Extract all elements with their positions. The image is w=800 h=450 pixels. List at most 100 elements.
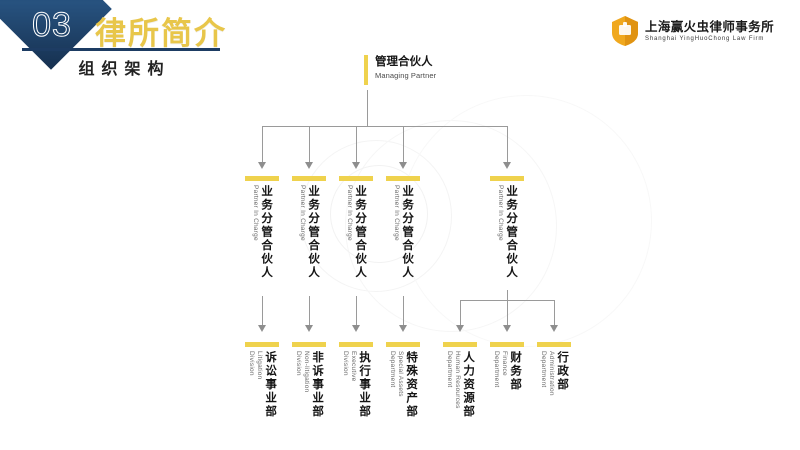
arrow-head-d1 [258,325,266,332]
node-label-en: Partner In Charge [393,185,401,241]
slide-header: 03 律所简介 组织架构 上海赢火虫律师事务所 Shanghai YingHuo… [0,0,800,92]
node-managing-partner: 管理合伙人 Managing Partner [364,54,436,85]
arrow-head-p3 [352,162,360,169]
node-label-en: Litigation Division [247,351,264,380]
arrow-head-d4 [399,325,407,332]
node-executive-division: 执行事业部 Executive Division [339,342,373,419]
node-human-resources-department: 人力资源部 Human Resources Department [443,342,477,419]
node-label-en: Special Assets Department [388,351,405,397]
connector-drop-d4 [403,296,404,325]
node-label-cn: 管理合伙人 [375,54,433,68]
node-accent-bar [490,176,524,181]
node-label-group: 业务分管合伙人 Partner In Charge [496,185,520,280]
node-accent-bar [386,342,420,347]
arrow-head-p1 [258,162,266,169]
node-label-cn: 行政部 [556,351,571,392]
node-accent-bar [490,342,524,347]
node-finance-department: 财务部 Finance Department [490,342,524,392]
node-label-en: Executive Division [341,351,358,382]
node-label-cn: 诉讼事业部 [264,351,279,419]
node-label-en: Finance Department [492,351,509,388]
connector-drop-d6 [507,300,508,325]
connector-drop-p2 [309,126,310,162]
node-administration-department: 行政部 Administration Department [537,342,571,396]
arrow-head-d2 [305,325,313,332]
arrow-head-d7 [550,325,558,332]
node-special-assets-department: 特殊资产部 Special Assets Department [386,342,420,419]
firm-name-en: Shanghai YingHuoChong Law Firm [644,35,765,42]
connector-p5-stem [507,290,508,300]
node-partner-in-charge-3: 业务分管合伙人 Partner In Charge [339,176,373,280]
node-label-cn: 特殊资产部 [405,351,420,419]
title-divider [22,48,220,51]
node-label-group: 非诉事业部 Non-litigation Division [294,351,325,419]
node-label-cn: 人力资源部 [462,351,477,419]
arrow-head-p5 [503,162,511,169]
firm-name-cn: 上海赢火虫律师事务所 [644,18,774,34]
node-label-group: 业务分管合伙人 Partner In Charge [392,185,416,280]
section-number: 03 [32,6,72,44]
node-label-cn: 业务分管合伙人 [307,185,322,280]
arrow-head-d5 [456,325,464,332]
node-accent-bar [443,342,477,347]
connector-drop-p3 [356,126,357,162]
node-partner-in-charge-2: 业务分管合伙人 Partner In Charge [292,176,326,280]
node-accent-bar [339,342,373,347]
connector-drop-d2 [309,296,310,325]
node-partner-in-charge-5: 业务分管合伙人 Partner In Charge [490,176,524,280]
shield-icon [611,16,638,46]
node-label-group: 行政部 Administration Department [539,351,571,396]
watermark-circle [400,95,652,347]
node-accent-bar [245,342,279,347]
node-accent-bar [364,55,368,85]
node-label-cn: 业务分管合伙人 [401,185,416,280]
node-label-cn: 执行事业部 [358,351,373,419]
node-label-cn: 业务分管合伙人 [260,185,275,280]
node-accent-bar [339,176,373,181]
node-label-en: Partner In Charge [497,185,505,241]
node-label-group: 业务分管合伙人 Partner In Charge [251,185,275,280]
node-label-group: 财务部 Finance Department [492,351,524,392]
node-label-group: 管理合伙人 Managing Partner [375,54,436,80]
arrow-head-p2 [305,162,313,169]
node-label-en: Administration Department [539,351,556,396]
connector-root-stem [367,90,368,126]
node-label-group: 特殊资产部 Special Assets Department [388,351,420,419]
node-litigation-division: 诉讼事业部 Litigation Division [245,342,279,419]
node-label-en: Partner In Charge [299,185,307,241]
node-label-group: 业务分管合伙人 Partner In Charge [298,185,322,280]
node-label-group: 人力资源部 Human Resources Department [445,351,477,419]
node-label-group: 执行事业部 Executive Division [341,351,373,419]
node-label-en: Human Resources Department [445,351,462,409]
node-label-group: 诉讼事业部 Litigation Division [247,351,279,419]
node-partner-in-charge-1: 业务分管合伙人 Partner In Charge [245,176,279,280]
node-partner-in-charge-4: 业务分管合伙人 Partner In Charge [386,176,420,280]
node-accent-bar [292,342,326,347]
connector-drop-d7 [554,300,555,325]
firm-logo: 上海赢火虫律师事务所 Shanghai YingHuoChong Law Fir… [611,16,774,46]
connector-drop-d3 [356,296,357,325]
arrow-head-d6 [503,325,511,332]
firm-logo-text: 上海赢火虫律师事务所 Shanghai YingHuoChong Law Fir… [645,20,774,42]
node-label-cn: 业务分管合伙人 [505,185,520,280]
page-title: 律所简介 [95,16,227,52]
node-label-cn: 业务分管合伙人 [354,185,369,280]
node-accent-bar [292,176,326,181]
node-accent-bar [245,176,279,181]
page-subtitle: 组织架构 [78,59,171,78]
node-accent-bar [386,176,420,181]
connector-drop-p1 [262,126,263,162]
node-label-en: Non-litigation Division [294,351,311,393]
connector-drop-p4 [403,126,404,162]
node-label-en: Partner In Charge [252,185,260,241]
node-accent-bar [537,342,571,347]
connector-drop-p5 [507,126,508,162]
connector-level2-bus [262,126,507,127]
node-non-litigation-division: 非诉事业部 Non-litigation Division [292,342,326,419]
node-label-en: Managing Partner [375,71,437,81]
connector-drop-d1 [262,296,263,325]
node-label-group: 业务分管合伙人 Partner In Charge [345,185,369,280]
node-label-cn: 财务部 [509,351,524,392]
arrow-head-d3 [352,325,360,332]
